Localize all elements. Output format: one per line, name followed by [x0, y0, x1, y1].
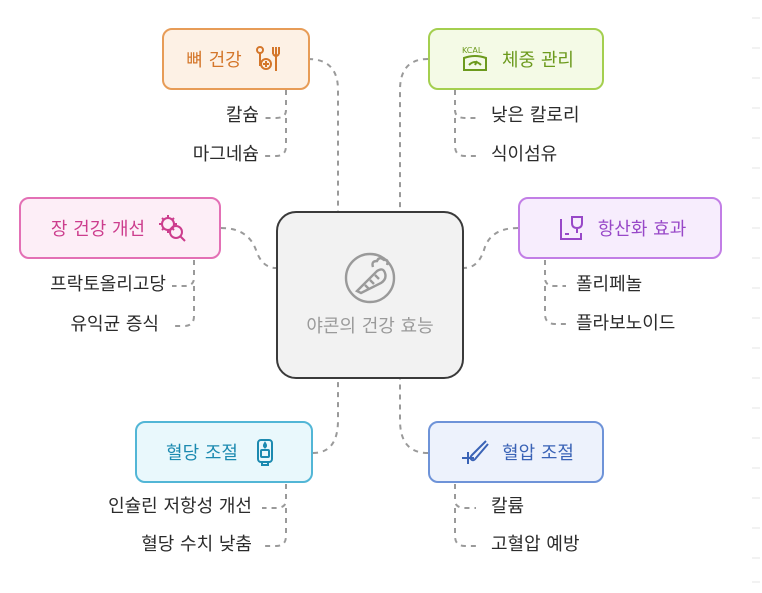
- branch-weight-management[interactable]: KCAL 체중 관리: [428, 28, 604, 90]
- branch-label: 뼈 건강: [186, 50, 242, 71]
- branch-label: 장 건강 개선: [50, 219, 146, 240]
- branch-blood-pressure-control[interactable]: 혈압 조절: [428, 421, 604, 483]
- branch-antioxidant-effect[interactable]: 항산화 효과: [518, 197, 722, 259]
- leaf-polyphenol: 폴리페놀: [576, 274, 643, 295]
- branch-bone-health[interactable]: 뼈 건강: [162, 28, 310, 90]
- branch-blood-sugar-control[interactable]: 혈당 조절: [135, 421, 313, 483]
- gut-magnify-icon: [155, 213, 189, 243]
- leaf-dietary-fiber: 식이섬유: [491, 144, 558, 165]
- blood-pressure-icon: [458, 437, 492, 467]
- branch-label: 체중 관리: [502, 50, 574, 71]
- branch-label: 혈압 조절: [502, 443, 574, 464]
- branch-label: 혈당 조절: [166, 443, 238, 464]
- center-title: 야콘의 건강 효능: [306, 316, 434, 337]
- scale-kcal-icon: KCAL: [458, 44, 492, 74]
- leaf-hypertension-prevention: 고혈압 예방: [491, 534, 580, 555]
- leaf-calcium: 칼슘: [225, 105, 259, 126]
- yacon-root-icon: [343, 251, 397, 309]
- leaf-insulin-resistance: 인슐린 저항성 개선: [108, 496, 252, 517]
- leaf-magnesium: 마그네슘: [192, 144, 259, 165]
- branch-gut-health[interactable]: 장 건강 개선: [19, 197, 221, 259]
- leaf-lower-blood-sugar: 혈당 수치 낮춤: [141, 534, 252, 555]
- leaf-potassium: 칼륨: [491, 496, 525, 517]
- center-topic-node[interactable]: 야콘의 건강 효능: [276, 211, 464, 379]
- leaf-fructooligosaccharide: 프락토올리고당: [50, 274, 166, 295]
- leaf-low-calorie: 낮은 칼로리: [491, 105, 580, 126]
- antioxidant-icon: [554, 213, 588, 243]
- right-edge-ticks: [752, 17, 760, 583]
- svg-text:KCAL: KCAL: [462, 46, 483, 55]
- leaf-flavonoid: 플라보노이드: [576, 313, 676, 334]
- glucose-meter-icon: [248, 437, 282, 467]
- leaf-probiotic-growth: 유익균 증식: [70, 314, 159, 335]
- bone-health-icon: [252, 44, 286, 74]
- branch-label: 항산화 효과: [597, 219, 687, 240]
